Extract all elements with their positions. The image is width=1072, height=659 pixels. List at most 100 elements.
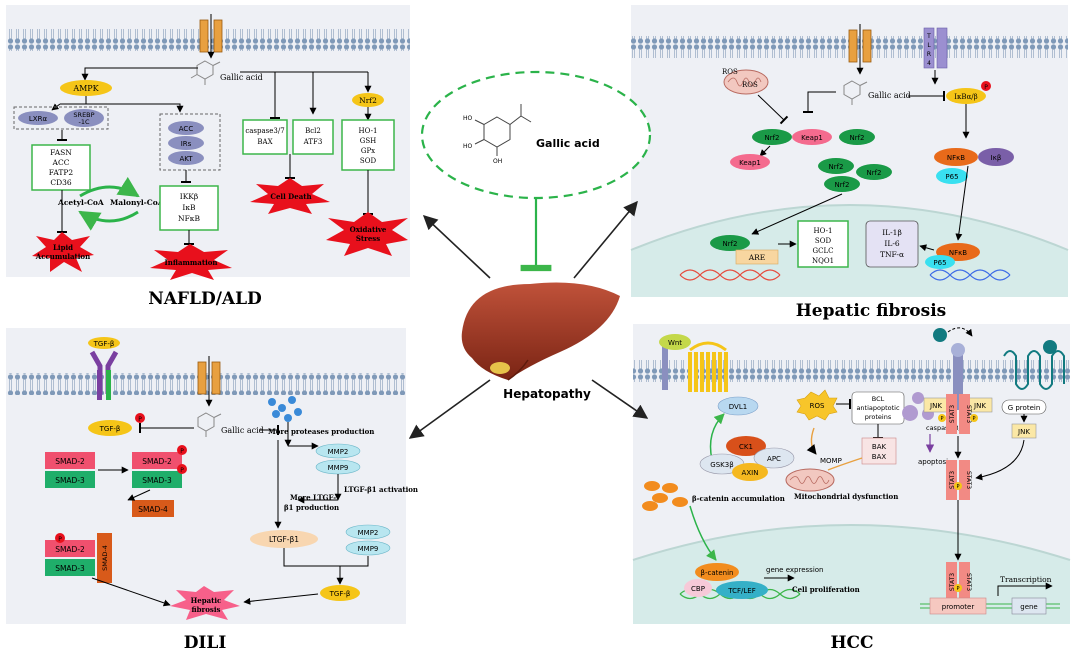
nrf2-free-3 bbox=[856, 164, 892, 180]
nrf2-free-2-label: Nrf2 bbox=[828, 163, 843, 171]
nrf2-keap-nrf2 bbox=[752, 129, 792, 145]
dili-channel bbox=[197, 361, 221, 395]
arrow-to-hcc bbox=[591, 379, 649, 419]
jnk-b-label: JNK bbox=[973, 402, 986, 410]
box1-item-3: FATP2 bbox=[49, 168, 74, 177]
more-ltgf-label-2: β1 production bbox=[284, 503, 339, 512]
hcc-mitochondrion-icon bbox=[785, 468, 835, 492]
hepatic-fibrosis-burst bbox=[170, 586, 240, 620]
lipid-accumulation-burst bbox=[32, 232, 94, 272]
tlr4-l4: 4 bbox=[927, 60, 931, 67]
caspase-label: caspase 3/9 bbox=[926, 424, 965, 432]
ikb-node bbox=[946, 88, 986, 104]
tcf-label: TCF/LEF bbox=[727, 587, 756, 595]
smad2-a-label: SMAD-2 bbox=[55, 457, 85, 466]
arrow-to-dili bbox=[408, 379, 491, 439]
stat3-c-label: STAT3 bbox=[949, 471, 956, 489]
stat3-c-p: P bbox=[956, 484, 959, 490]
panel-dili: TGF-β Gallic acid TGF-β P More proteases… bbox=[45, 337, 418, 620]
smad2-c-label: SMAD-2 bbox=[55, 545, 85, 554]
liver-icon bbox=[461, 282, 620, 381]
stat3-b-p: P bbox=[972, 416, 975, 422]
smad4-b-label: SMAD-4 bbox=[101, 545, 109, 571]
nfkb-node bbox=[934, 148, 978, 166]
tgf-receptor bbox=[88, 337, 120, 400]
stat3-b bbox=[959, 394, 970, 434]
irs-node bbox=[168, 136, 204, 150]
acetyl-coa-label: Acetyl-CoA bbox=[57, 198, 104, 207]
cytokines-box bbox=[865, 220, 919, 268]
smad4-b bbox=[97, 533, 112, 583]
bak-bax-box bbox=[861, 437, 897, 465]
axin-label: AXIN bbox=[742, 469, 759, 477]
stat3-a-p: P bbox=[940, 416, 943, 422]
nafld-nrf2-label: Nrf2 bbox=[359, 96, 377, 105]
beta-catenin-label: β-catenin bbox=[700, 569, 733, 577]
ikb-p-label: P bbox=[984, 84, 988, 91]
apc-label: APC bbox=[767, 455, 781, 463]
hepatopathy-label: Hepatopathy bbox=[503, 387, 591, 401]
keap1-bound bbox=[792, 129, 832, 145]
oxidative-stress-burst bbox=[326, 212, 408, 256]
tlr4-l3: R bbox=[927, 51, 931, 58]
tcf-node bbox=[716, 581, 768, 599]
smad2-b-label: SMAD-2 bbox=[142, 457, 172, 466]
smad2-a bbox=[45, 452, 95, 469]
gene-expression-label: gene expression bbox=[766, 566, 823, 574]
target-3: GCLC bbox=[813, 247, 834, 255]
acc-irs-akt-group bbox=[159, 113, 221, 171]
dvl1-label: DVL1 bbox=[729, 403, 747, 411]
lipogenesis-genes-box bbox=[31, 144, 91, 191]
bcl-label-1: BCL bbox=[872, 395, 885, 403]
dili-tgf-bottom-label: TGF-β bbox=[329, 590, 351, 598]
box5-item-1: HO-1 bbox=[359, 127, 378, 135]
jnk-a-label: JNK bbox=[929, 402, 942, 410]
beta-catenin-cluster-icon bbox=[642, 481, 688, 511]
are-box bbox=[735, 249, 779, 265]
dili-mmp9-b bbox=[345, 540, 391, 556]
dili-tgf-bottom bbox=[320, 585, 360, 601]
srebp-node bbox=[64, 109, 104, 127]
irs-label: IRs bbox=[181, 140, 192, 148]
momp-label: MOMP bbox=[820, 457, 842, 465]
box1-item-2: ACC bbox=[52, 158, 70, 167]
dili-mmp2-a-label: MMP2 bbox=[328, 448, 349, 456]
box5-item-4: SOD bbox=[360, 157, 377, 165]
bak-label: BAK bbox=[872, 443, 887, 451]
panel-nafld: Gallic acid AMPK LXRα SREBP -1C FASN ACC… bbox=[13, 14, 408, 280]
nfkb-label: NFκB bbox=[947, 154, 965, 162]
box4-item-2: ATF3 bbox=[303, 138, 323, 146]
more-ltgf-label-1: More LTGF- bbox=[290, 493, 336, 502]
srebp-label-2: -1C bbox=[78, 118, 89, 126]
nafld-nrf2-node bbox=[352, 93, 384, 107]
oxidative-label-2: Stress bbox=[356, 234, 380, 243]
box1-item-1: FASN bbox=[50, 148, 72, 157]
hepatic-fibrosis-label-1: Hepatic bbox=[191, 596, 222, 605]
dili-mmp9-b-label: MMP9 bbox=[358, 545, 379, 553]
lxr-node bbox=[18, 111, 58, 125]
cytokine-3: TNF-α bbox=[880, 250, 904, 259]
acc-label: ACC bbox=[179, 125, 194, 133]
dili-mmp2-b bbox=[345, 524, 391, 540]
ikbeta-label: Iκβ bbox=[991, 154, 1002, 162]
nrf2-free-4-label: Nrf2 bbox=[834, 181, 849, 189]
box2-item-1: IKKβ bbox=[180, 192, 199, 201]
box3-item-2: BAX bbox=[257, 138, 272, 146]
smad3-b-phospho bbox=[177, 464, 187, 474]
lipid-label-1: Lipid bbox=[53, 243, 73, 252]
lipid-label-2: Accumulation bbox=[35, 252, 90, 261]
box1-item-4: CD36 bbox=[50, 178, 72, 187]
are-label: ARE bbox=[748, 253, 766, 262]
stat3-d bbox=[959, 460, 970, 500]
srebp-label-1: SREBP bbox=[73, 111, 94, 119]
hcc-nucleus-edge bbox=[632, 524, 1071, 561]
stat3-e bbox=[946, 562, 957, 602]
gpcr-receptor bbox=[1003, 350, 1065, 390]
ros-burst bbox=[796, 389, 838, 421]
smad2-b-p: P bbox=[180, 448, 184, 455]
jnk-c bbox=[1011, 423, 1037, 439]
axin-node bbox=[732, 463, 768, 481]
arrow-to-nafld bbox=[422, 215, 491, 279]
dili-tgf-node bbox=[88, 420, 132, 436]
